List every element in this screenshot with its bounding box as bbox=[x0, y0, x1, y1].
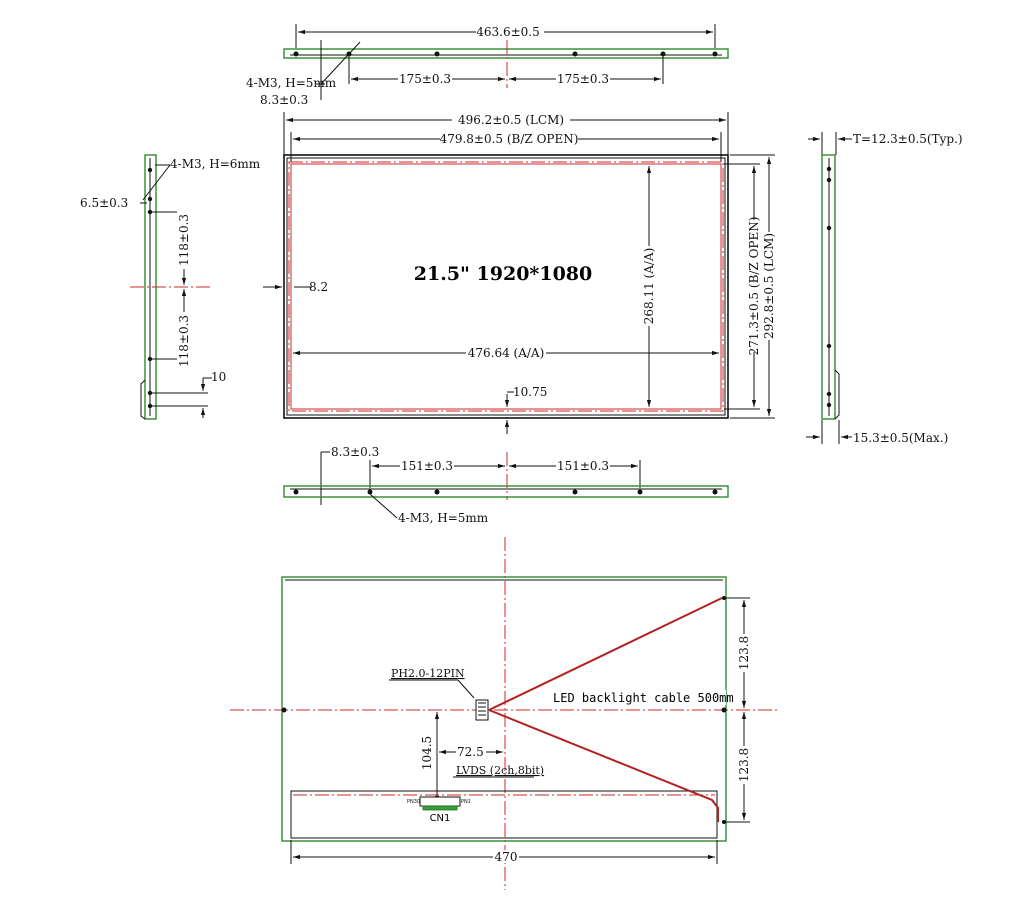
source-pcb bbox=[290, 790, 718, 839]
thickness-max-label: 15.3±0.5(Max.) bbox=[853, 431, 948, 445]
cn1-pin-right: PN1 bbox=[461, 799, 471, 805]
cn-horizontal-dim: 72.5 bbox=[457, 745, 484, 759]
left-upper-pitch-label: 118±0.3 bbox=[177, 214, 191, 266]
top-width-label: 463.6±0.5 bbox=[476, 25, 540, 39]
top-view: 463.6±0.5 175±0.3 175±0.3 4-M3, H=5mm 8.… bbox=[246, 24, 729, 107]
board-width-dim: 470 bbox=[495, 850, 518, 864]
right-frame bbox=[821, 154, 836, 420]
left-screw-note: 4-M3, H=6mm bbox=[170, 157, 261, 171]
cn1-label: CN1 bbox=[430, 813, 451, 824]
bottom-screw-note: 4-M3, H=5mm bbox=[398, 511, 489, 525]
lcm-height-label: 292.8±0.5 (LCM) bbox=[762, 233, 776, 339]
right-view: T=12.3±0.5(Typ.) 15.3±0.5(Max.) bbox=[806, 132, 963, 445]
top-left-pitch-label: 175±0.3 bbox=[399, 72, 451, 86]
left-offset-label: 8.2 bbox=[309, 280, 328, 294]
rear-lower-dim: 123.8 bbox=[737, 748, 751, 782]
rear-view: PH2.0-12PIN LED backlight cable 500mm 12… bbox=[230, 537, 780, 890]
led-cable-label: LED backlight cable 500mm bbox=[553, 691, 734, 705]
front-view: 496.2±0.5 (LCM) 479.8±0.5 (B/Z OPEN) 21.… bbox=[263, 112, 776, 434]
aa-height-label: 268.11 (A/A) bbox=[642, 248, 656, 325]
rear-frame bbox=[281, 576, 727, 842]
lcm-width-label: 496.2±0.5 (LCM) bbox=[458, 113, 564, 127]
left-lower-pitch-label: 118±0.3 bbox=[177, 315, 191, 367]
left-view: 4-M3, H=6mm 6.5±0.3 118±0.3 118±0.3 10 bbox=[80, 154, 261, 420]
top-screw-note: 4-M3, H=5mm bbox=[246, 76, 337, 90]
active-area-outline bbox=[290, 163, 722, 410]
top-offset-label: 8.3±0.3 bbox=[260, 93, 308, 107]
left-edge-label: 6.5±0.3 bbox=[80, 196, 128, 210]
lcm-outline bbox=[283, 154, 729, 419]
bz-width-label: 479.8±0.5 (B/Z OPEN) bbox=[440, 132, 579, 146]
left-bottom-label: 10 bbox=[211, 370, 226, 384]
bottom-view: 8.3±0.3 151±0.3 151±0.3 4-M3, H=5mm bbox=[283, 445, 729, 525]
bottom-right-pitch-label: 151±0.3 bbox=[557, 459, 609, 473]
bottom-frame bbox=[283, 485, 729, 498]
lvds-label: LVDS (2ch,8bit) bbox=[456, 764, 544, 777]
top-frame bbox=[283, 48, 729, 59]
bottom-offset-label: 10.75 bbox=[513, 385, 547, 399]
bz-height-label: 271.3±0.5 (B/Z OPEN) bbox=[747, 217, 761, 356]
led-cable-upper bbox=[488, 597, 723, 711]
top-right-pitch-label: 175±0.3 bbox=[557, 72, 609, 86]
bottom-left-pitch-label: 151±0.3 bbox=[401, 459, 453, 473]
cn1-pin-left: PN30 bbox=[407, 799, 420, 805]
bottom-offset-label-view: 8.3±0.3 bbox=[331, 445, 379, 459]
model-resolution-label: 21.5" 1920*1080 bbox=[414, 263, 593, 285]
rear-upper-dim: 123.8 bbox=[737, 636, 751, 670]
ph-connector-label: PH2.0-12PIN bbox=[391, 667, 465, 680]
aa-width-label: 476.64 (A/A) bbox=[468, 346, 545, 360]
cn-vertical-dim: 104.5 bbox=[420, 736, 434, 770]
thickness-typ-label: T=12.3±0.5(Typ.) bbox=[853, 132, 963, 146]
led-cable-lower bbox=[488, 709, 719, 822]
cn1-connector bbox=[419, 796, 461, 807]
